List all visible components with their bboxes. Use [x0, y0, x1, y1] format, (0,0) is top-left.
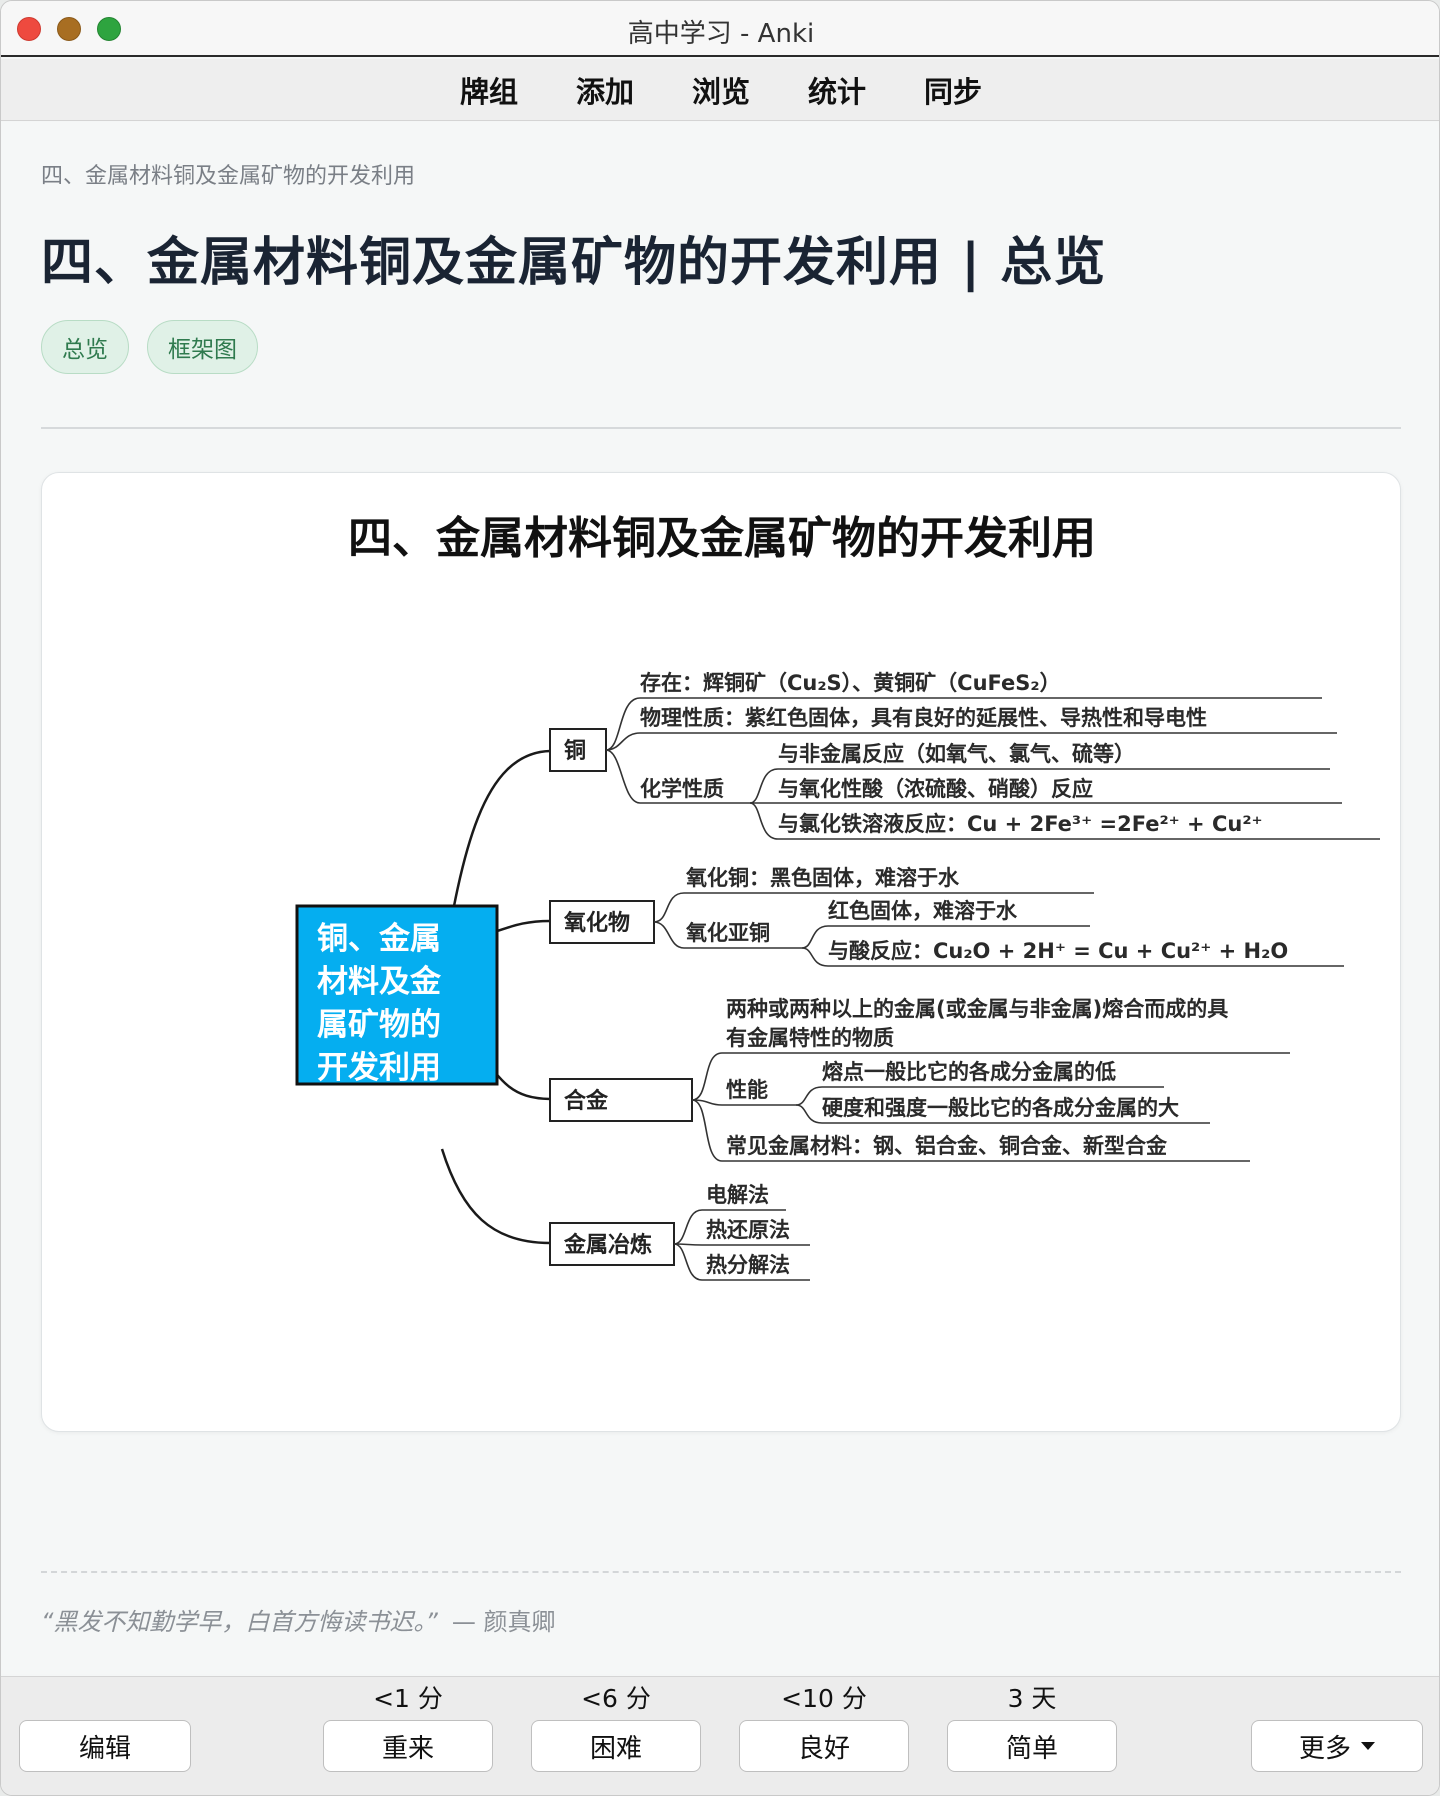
minimize-window-button[interactable] [57, 17, 81, 41]
oxide-connectors [653, 892, 1344, 967]
branch-label-alloy: 合金 [564, 1088, 609, 1114]
tag-framework[interactable]: 框架图 [147, 320, 258, 374]
alloy-common: 常见金属材料：钢、铝合金、铜合金、新型合金 [726, 1134, 1168, 1158]
hard-interval: <6 分 [581, 1684, 651, 1713]
quote-author: — 颜真卿 [451, 1608, 556, 1636]
root-label-line: 铜、金属 [317, 921, 441, 957]
oxide-cu2o-label: 氧化亚铜 [686, 921, 770, 945]
toolbar-browse[interactable]: 浏览 [691, 74, 750, 109]
copper-existence: 存在：辉铜矿（Cu₂S）、黄铜矿（CuFeS₂） [640, 671, 1061, 695]
root-label-line: 属矿物的 [317, 1007, 441, 1043]
copper-connectors [605, 697, 1380, 840]
easy-interval: 3 天 [1007, 1684, 1057, 1713]
smelting-method: 热还原法 [706, 1218, 790, 1242]
tag-overview[interactable]: 总览 [41, 320, 129, 374]
copper-chemical-label: 化学性质 [640, 777, 724, 801]
copper-chemical-item: 与氯化铁溶液反应：Cu + 2Fe³⁺ =2Fe²⁺ + Cu²⁺ [778, 812, 1263, 836]
smelting-method: 电解法 [706, 1183, 769, 1207]
root-node [295, 904, 499, 1086]
branch-label-smelting: 金属冶炼 [563, 1232, 652, 1258]
alloy-property-label: 性能 [726, 1078, 768, 1102]
window-title: 高中学习 - Anki [627, 19, 815, 49]
smelting-connectors [673, 1209, 810, 1281]
review-bar: 编辑 <1 分 重来 <6 分 困难 <10 分 良好 3 天 简单 更多 [1, 1676, 1439, 1795]
edit-button[interactable]: 编辑 [19, 1720, 191, 1772]
breadcrumb: 四、金属材料铜及金属矿物的开发利用 [41, 164, 416, 189]
quote-divider [41, 1571, 1401, 1573]
smelting-method: 热分解法 [706, 1253, 790, 1277]
again-interval: <1 分 [373, 1684, 443, 1713]
alloy-connectors [691, 1052, 1290, 1162]
root-label-line: 开发利用 [317, 1050, 441, 1086]
branch-node-oxide [549, 900, 655, 944]
alloy-property-item: 熔点一般比它的各成分金属的低 [822, 1060, 1116, 1084]
quote: “黑发不知勤学早，白首方悔读书迟。” — 颜真卿 [41, 1602, 556, 1637]
again-button[interactable]: 重来 [323, 1720, 493, 1772]
toolbar-add[interactable]: 添加 [575, 74, 634, 109]
more-button[interactable]: 更多 [1251, 1720, 1423, 1772]
card-content: 四、金属材料铜及金属矿物的开发利用 四、金属材料铜及金属矿物的开发利用 | 总览… [1, 122, 1439, 1674]
mindmap-card: 四、金属材料铜及金属矿物的开发利用 铜、金属 材料及金 属矿物的 开发利用 [41, 472, 1401, 1432]
page-title: 四、金属材料铜及金属矿物的开发利用 | 总览 [41, 233, 1107, 293]
toolbar-sync[interactable]: 同步 [924, 74, 983, 109]
toolbar-decks[interactable]: 牌组 [459, 74, 518, 109]
maximize-window-button[interactable] [97, 17, 121, 41]
oxide-cu2o-item: 与酸反应：Cu₂O + 2H⁺ = Cu + Cu²⁺ + H₂O [828, 939, 1288, 963]
more-label: 更多 [1298, 1733, 1351, 1764]
copper-physical: 物理性质：紫红色固体，具有良好的延展性、导热性和导电性 [640, 706, 1207, 730]
root-label-line: 材料及金 [317, 964, 442, 1000]
main-toolbar: 牌组 添加 浏览 统计 同步 [1, 59, 1439, 121]
alloy-definition-line: 两种或两种以上的金属(或金属与非金属)熔合而成的具 [726, 997, 1228, 1021]
alloy-definition-line: 有金属特性的物质 [726, 1026, 894, 1050]
copper-chemical-item: 与氧化性酸（浓硫酸、硝酸）反应 [778, 777, 1093, 801]
section-divider [41, 427, 1401, 429]
good-interval: <10 分 [781, 1684, 867, 1713]
mindmap-title: 四、金属材料铜及金属矿物的开发利用 [348, 513, 1096, 564]
toolbar-stats[interactable]: 统计 [808, 74, 867, 109]
copper-chemical-item: 与非金属反应（如氧气、氯气、硫等） [778, 742, 1135, 766]
hard-button[interactable]: 困难 [531, 1720, 701, 1772]
easy-button[interactable]: 简单 [947, 1720, 1117, 1772]
alloy-property-item: 硬度和强度一般比它的各成分金属的大 [822, 1096, 1179, 1120]
quote-text: “黑发不知勤学早，白首方悔读书迟。” [41, 1608, 438, 1636]
title-bar: 高中学习 - Anki [1, 1, 1439, 57]
close-window-button[interactable] [17, 17, 41, 41]
branch-label-copper: 铜 [564, 738, 586, 764]
good-button[interactable]: 良好 [739, 1720, 909, 1772]
oxide-cu2o-item: 红色固体，难溶于水 [828, 899, 1018, 923]
chevron-down-icon [1361, 1742, 1375, 1750]
tag-list: 总览 框架图 [41, 320, 258, 374]
oxide-cuo: 氧化铜：黑色固体，难溶于水 [686, 866, 960, 890]
mindmap-diagram: 四、金属材料铜及金属矿物的开发利用 铜、金属 材料及金 属矿物的 开发利用 [295, 513, 1380, 1281]
branch-label-oxide: 氧化物 [563, 910, 630, 936]
